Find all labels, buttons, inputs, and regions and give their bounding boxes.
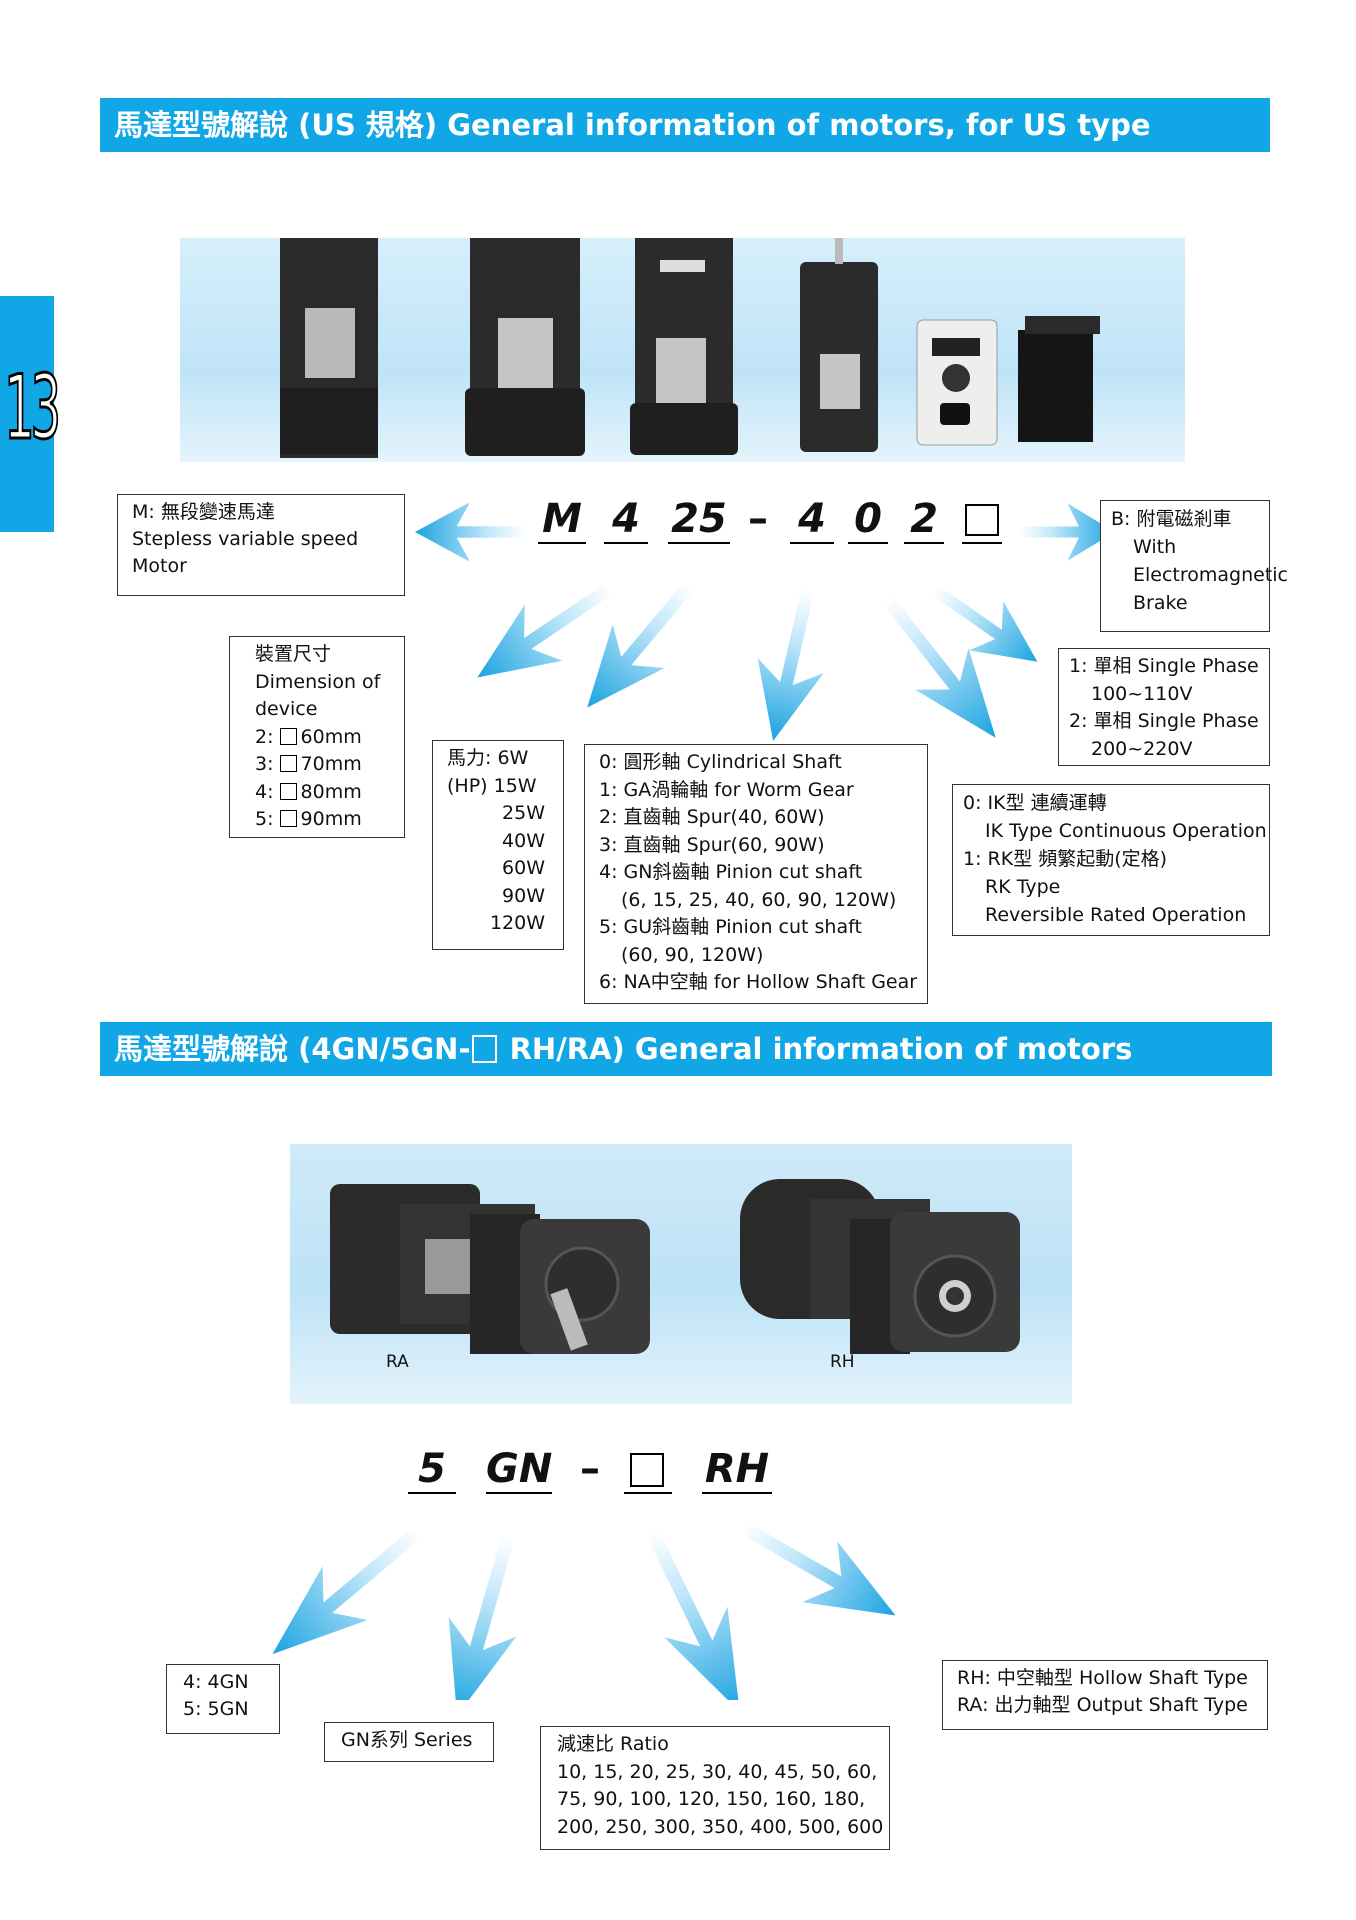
code-digit-hp: 25 — [668, 496, 730, 544]
size-square-icon — [279, 727, 297, 745]
product-photo-motors — [180, 158, 1185, 462]
product-photo-gearheads: RA RH — [290, 1144, 1072, 1404]
section-banner-gn: 馬達型號解說 (4GN/5GN- RH/RA) General informat… — [100, 1022, 1272, 1076]
chapter-tab: 13 — [0, 296, 62, 532]
label-rh: RH — [830, 1352, 855, 1372]
code2-ratio-slot — [624, 1446, 672, 1494]
box-operation-type: 0: IK型 連續運轉 IK Type Continuous Operation… — [952, 784, 1270, 936]
arrow-series-icon — [423, 1528, 542, 1700]
ratio-square-icon — [630, 1453, 664, 1487]
code-m: M — [538, 496, 586, 544]
arrow-type-icon — [861, 579, 1023, 759]
code2-dash: – — [580, 1446, 600, 1492]
brake-checkbox-square — [965, 504, 999, 536]
box-phase: 1: 單相 Single Phase 100~110V 2: 單相 Single… — [1058, 648, 1270, 766]
code-digit-phase: 2 — [904, 496, 944, 544]
size-square-icon — [279, 782, 297, 800]
arrow-shaft-icon — [740, 582, 841, 749]
code-dash: – — [748, 496, 768, 542]
section-banner-us: 馬達型號解說 (US 規格) General information of mo… — [100, 98, 1270, 152]
box-dimension: 裝置尺寸 Dimension of device 2: 60mm 3: 70mm… — [229, 636, 405, 838]
code-digit-type: 0 — [848, 496, 888, 544]
code2-size: 5 — [408, 1446, 456, 1494]
box-ratio: 減速比 Ratio 10, 15, 20, 25, 30, 40, 45, 50… — [540, 1726, 890, 1850]
code2-gn: GN — [486, 1446, 553, 1494]
arrow-size-icon — [249, 1505, 441, 1682]
box-gn-series: GN系列 Series — [324, 1722, 494, 1762]
arrow-rhra-icon — [726, 1497, 914, 1646]
box-brake: B: 附電磁剎車 With Electromagnetic Brake — [1100, 500, 1288, 632]
arrows-section2 — [249, 1497, 914, 1700]
box-shaft-type: 0: 圓形軸 Cylindrical Shaft 1: GA渦輪軸 for Wo… — [584, 744, 928, 1004]
code-digit-shaft: 4 — [790, 496, 834, 544]
code2-rh: RH — [702, 1446, 772, 1494]
chapter-number: 13 — [3, 355, 62, 461]
code-brake-slot — [962, 496, 1002, 544]
label-ra: RA — [386, 1352, 409, 1372]
size-square-icon — [279, 810, 297, 827]
code-digit-frame: 4 — [604, 496, 648, 544]
box-horsepower: 馬力: 6W (HP) 15W 25W 40W 60W 90W 120W — [432, 740, 564, 950]
arrow-left-icon — [415, 502, 525, 562]
size-square-icon — [279, 755, 297, 772]
arrow-hp-icon — [561, 563, 716, 730]
arrow-ratio-icon — [620, 1516, 772, 1700]
banner-square-icon — [472, 1035, 498, 1063]
